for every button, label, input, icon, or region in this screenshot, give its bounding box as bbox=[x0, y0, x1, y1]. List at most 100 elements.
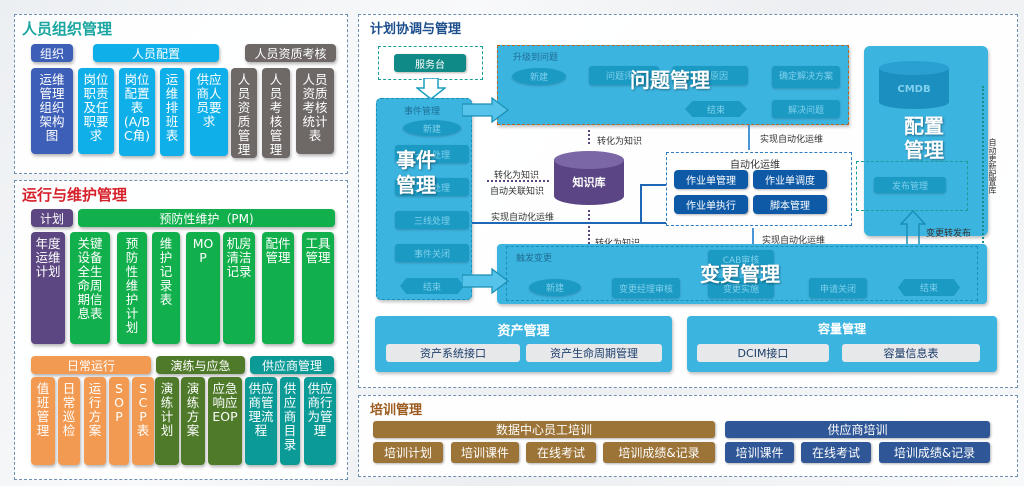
automation-line-up bbox=[640, 184, 642, 224]
item-pm-plan[interactable]: 预防性维护计划 bbox=[117, 232, 147, 344]
header-org[interactable]: 组织 bbox=[31, 44, 73, 62]
supplier-online-exam[interactable]: 在线考试 bbox=[801, 442, 871, 463]
knowledge-link-left-label: 转化为知识 bbox=[494, 171, 540, 181]
cmdb-icon bbox=[879, 61, 949, 109]
item-org-chart[interactable]: 运维管理组织架构图 bbox=[31, 68, 73, 154]
capacity-info-table[interactable]: 容量信息表 bbox=[842, 344, 980, 362]
header-vendor-mgmt[interactable]: 供应商管理 bbox=[250, 356, 334, 374]
service-desk-button[interactable]: 服务台 bbox=[394, 54, 466, 72]
dc-training-courseware[interactable]: 培训课件 bbox=[451, 442, 519, 463]
incident-frame bbox=[376, 98, 472, 300]
automation-link-bottom-label: 实现自动化运维 bbox=[762, 236, 826, 246]
problem-step-new[interactable]: 新建 bbox=[512, 68, 566, 85]
change-step-implement[interactable]: 变更实施 bbox=[708, 278, 774, 298]
item-vendor-requirements[interactable]: 供应商人员要求 bbox=[190, 68, 228, 156]
release-frame bbox=[856, 161, 968, 211]
item-vendor-directory[interactable]: 供应商目录 bbox=[280, 377, 300, 465]
dc-training-header[interactable]: 数据中心员工培训 bbox=[373, 421, 715, 438]
automation-btn-ticket-mgmt[interactable]: 作业单管理 bbox=[674, 170, 748, 189]
item-tools-mgmt[interactable]: 工具管理 bbox=[302, 232, 334, 344]
asset-title: 资产管理 bbox=[497, 324, 550, 339]
header-staffing[interactable]: 人员配置 bbox=[93, 44, 219, 62]
item-qualification-mgmt[interactable]: 人员资质管理 bbox=[231, 68, 257, 158]
item-room-cleaning[interactable]: 机房清洁记录 bbox=[223, 232, 255, 344]
change-step-request-close[interactable]: 申请关闭 bbox=[809, 278, 867, 298]
problem-step-solution[interactable]: 确定解决方案 bbox=[772, 66, 840, 88]
incident-step-end[interactable]: 结束 bbox=[400, 278, 464, 294]
personnel-title: 人员组织管理 bbox=[22, 20, 113, 38]
item-drill-plan[interactable]: 演练计划 bbox=[155, 377, 179, 465]
change-step-cab-review[interactable]: CAB审核 bbox=[708, 250, 774, 268]
change-step-manager-review[interactable]: 变更经理审核 bbox=[612, 278, 680, 298]
item-position-config[interactable]: 岗位配置表(A/BC角) bbox=[119, 68, 155, 156]
header-preventive-maintenance[interactable]: 预防性维护（PM) bbox=[78, 209, 335, 227]
item-duty-mgmt[interactable]: 值班管理 bbox=[31, 377, 55, 465]
incident-big-label: 事件管理 bbox=[396, 148, 436, 197]
automation-btn-ticket-schedule[interactable]: 作业单调度 bbox=[753, 170, 827, 189]
incident-step-l2[interactable]: 二线处理 bbox=[395, 178, 469, 196]
item-qualification-stats[interactable]: 人员资质考核统计表 bbox=[296, 68, 334, 154]
change-step-end[interactable]: 结束 bbox=[898, 279, 960, 296]
incident-header: 事件管理 bbox=[404, 107, 441, 117]
item-parts-mgmt[interactable]: 配件管理 bbox=[262, 232, 294, 344]
automation-line bbox=[472, 222, 672, 224]
dcim-interface[interactable]: DCIM接口 bbox=[697, 344, 829, 362]
problem-step-solve[interactable]: 解决问题 bbox=[772, 100, 840, 118]
incident-step-l3[interactable]: 三线处理 bbox=[395, 211, 469, 229]
item-vendor-process[interactable]: 供应商管理流程 bbox=[245, 377, 277, 465]
header-plan[interactable]: 计划 bbox=[31, 209, 73, 227]
automation-btn-ticket-exec[interactable]: 作业单执行 bbox=[674, 195, 748, 214]
dc-online-exam[interactable]: 在线考试 bbox=[526, 442, 596, 463]
operations-title: 运行与维护管理 bbox=[22, 186, 128, 204]
item-operation-plan[interactable]: 运行方案 bbox=[84, 377, 106, 465]
supplier-training-header[interactable]: 供应商培训 bbox=[725, 421, 990, 438]
item-scp[interactable]: SCP表 bbox=[132, 377, 154, 465]
item-emergency-eop[interactable]: 应急响应EOP bbox=[208, 377, 242, 465]
knowledge-base-icon bbox=[554, 151, 624, 205]
release-mgmt-button[interactable]: 发布管理 bbox=[874, 177, 946, 193]
training-title: 培训管理 bbox=[370, 403, 423, 418]
knowledge-link-bottom bbox=[588, 210, 590, 244]
item-mop[interactable]: MOP bbox=[186, 232, 220, 344]
item-drill-scheme[interactable]: 演练方案 bbox=[181, 377, 205, 465]
supplier-training-records[interactable]: 培训成绩&记录 bbox=[879, 442, 990, 463]
item-shift-schedule[interactable]: 运维排班表 bbox=[160, 68, 184, 156]
header-drill-emergency[interactable]: 演练与应急 bbox=[156, 356, 245, 374]
item-vendor-behavior[interactable]: 供应商行为管理 bbox=[304, 377, 336, 465]
dc-training-records[interactable]: 培训成绩&记录 bbox=[603, 442, 715, 463]
arrow-right-icon bbox=[462, 268, 510, 294]
automation-btn-script-mgmt[interactable]: 脚本管理 bbox=[753, 195, 827, 214]
config-link-vertical bbox=[982, 86, 984, 246]
config-big-label: 配置管理 bbox=[904, 114, 944, 162]
change-step-new[interactable]: 新建 bbox=[529, 279, 581, 296]
automation-link-top bbox=[748, 125, 750, 150]
incident-step-new[interactable]: 新建 bbox=[403, 120, 461, 136]
header-daily-operations[interactable]: 日常运行 bbox=[31, 356, 151, 374]
item-daily-patrol[interactable]: 日常巡检 bbox=[58, 377, 80, 465]
arrow-right-icon bbox=[462, 97, 510, 123]
item-sop[interactable]: SOP bbox=[109, 377, 129, 465]
incident-step-close[interactable]: 事件关闭 bbox=[395, 244, 469, 262]
item-lifecycle-table[interactable]: 关键设备全生命周期信息表 bbox=[70, 232, 110, 344]
change-big-label: 变更管理 bbox=[700, 262, 780, 286]
asset-system-interface[interactable]: 资产系统接口 bbox=[386, 344, 520, 362]
cmdb-label: CMDB bbox=[897, 84, 931, 95]
knowledge-link-top-label: 转化为知识 bbox=[597, 137, 643, 147]
dc-training-plan[interactable]: 培训计划 bbox=[373, 442, 443, 463]
item-assessment-mgmt[interactable]: 人员考核管理 bbox=[262, 68, 290, 158]
incident-step-l1[interactable]: 一线处理 bbox=[395, 145, 469, 163]
knowledge-base-label: 知识库 bbox=[572, 176, 606, 189]
knowledge-link-left bbox=[487, 180, 549, 182]
item-annual-plan[interactable]: 年度运维计划 bbox=[31, 232, 65, 344]
item-job-duties[interactable]: 岗位职责及任职要求 bbox=[78, 68, 114, 154]
automation-title: 自动化运维 bbox=[730, 160, 780, 171]
change-trigger: 触发变更 bbox=[516, 254, 553, 264]
problem-step-end[interactable]: 结束 bbox=[685, 101, 747, 117]
supplier-training-courseware[interactable]: 培训课件 bbox=[725, 442, 794, 463]
automation-link-left-label: 实现自动化运维 bbox=[491, 213, 555, 223]
item-maintenance-record[interactable]: 维护记录表 bbox=[152, 232, 180, 344]
problem-step-analyze[interactable]: 分析原因 bbox=[672, 66, 748, 85]
problem-step-review[interactable]: 问题评审 bbox=[589, 66, 659, 85]
asset-lifecycle-mgmt[interactable]: 资产生命周期管理 bbox=[526, 344, 662, 362]
header-qualification[interactable]: 人员资质考核 bbox=[245, 44, 336, 62]
